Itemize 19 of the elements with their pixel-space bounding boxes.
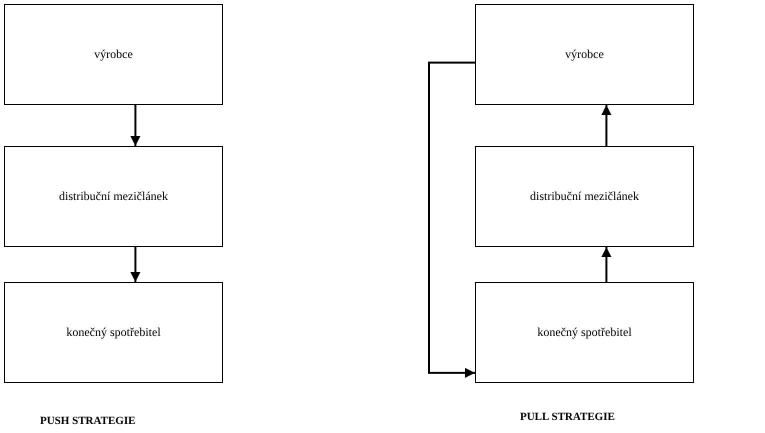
arrow — [130, 247, 140, 282]
process-box — [4, 4, 223, 105]
box-label: distribuční mezičlánek — [530, 189, 639, 204]
arrow — [130, 105, 140, 146]
strategy-title: PUSH STRATEGIE — [40, 415, 136, 427]
box-label: konečný spotřebitel — [537, 325, 632, 340]
box-label: výrobce — [94, 47, 133, 62]
process-box — [475, 4, 694, 105]
box-label: konečný spotřebitel — [66, 325, 161, 340]
arrow — [601, 247, 612, 282]
process-box — [4, 146, 223, 247]
arrow — [601, 105, 612, 146]
strategy-title: PULL STRATEGIE — [520, 411, 615, 423]
process-box — [475, 282, 694, 383]
process-box — [4, 282, 223, 383]
process-box — [475, 146, 694, 247]
box-label: distribuční mezičlánek — [59, 189, 168, 204]
arrow — [428, 62, 475, 378]
box-label: výrobce — [565, 47, 604, 62]
